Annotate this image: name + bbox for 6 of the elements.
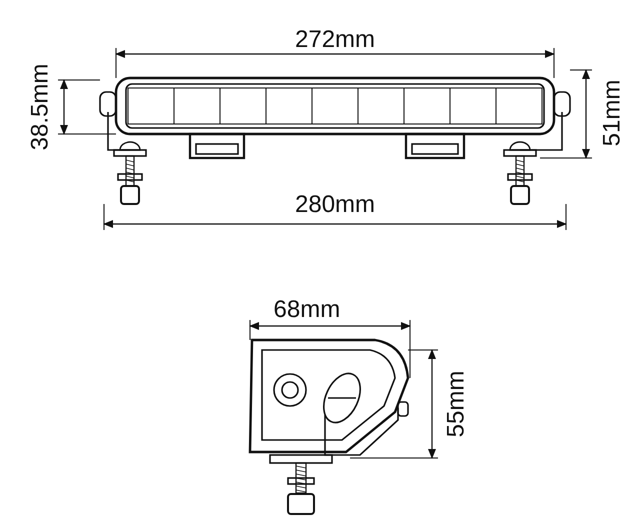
dimension-label: 51mm	[600, 80, 624, 146]
dimension-label: 38.5mm	[28, 64, 52, 150]
dimension-label: 68mm	[274, 298, 340, 322]
dimension-label: 55mm	[444, 370, 468, 438]
dimension-label: 280mm	[295, 193, 376, 217]
dimension-label: 272mm	[295, 28, 376, 52]
